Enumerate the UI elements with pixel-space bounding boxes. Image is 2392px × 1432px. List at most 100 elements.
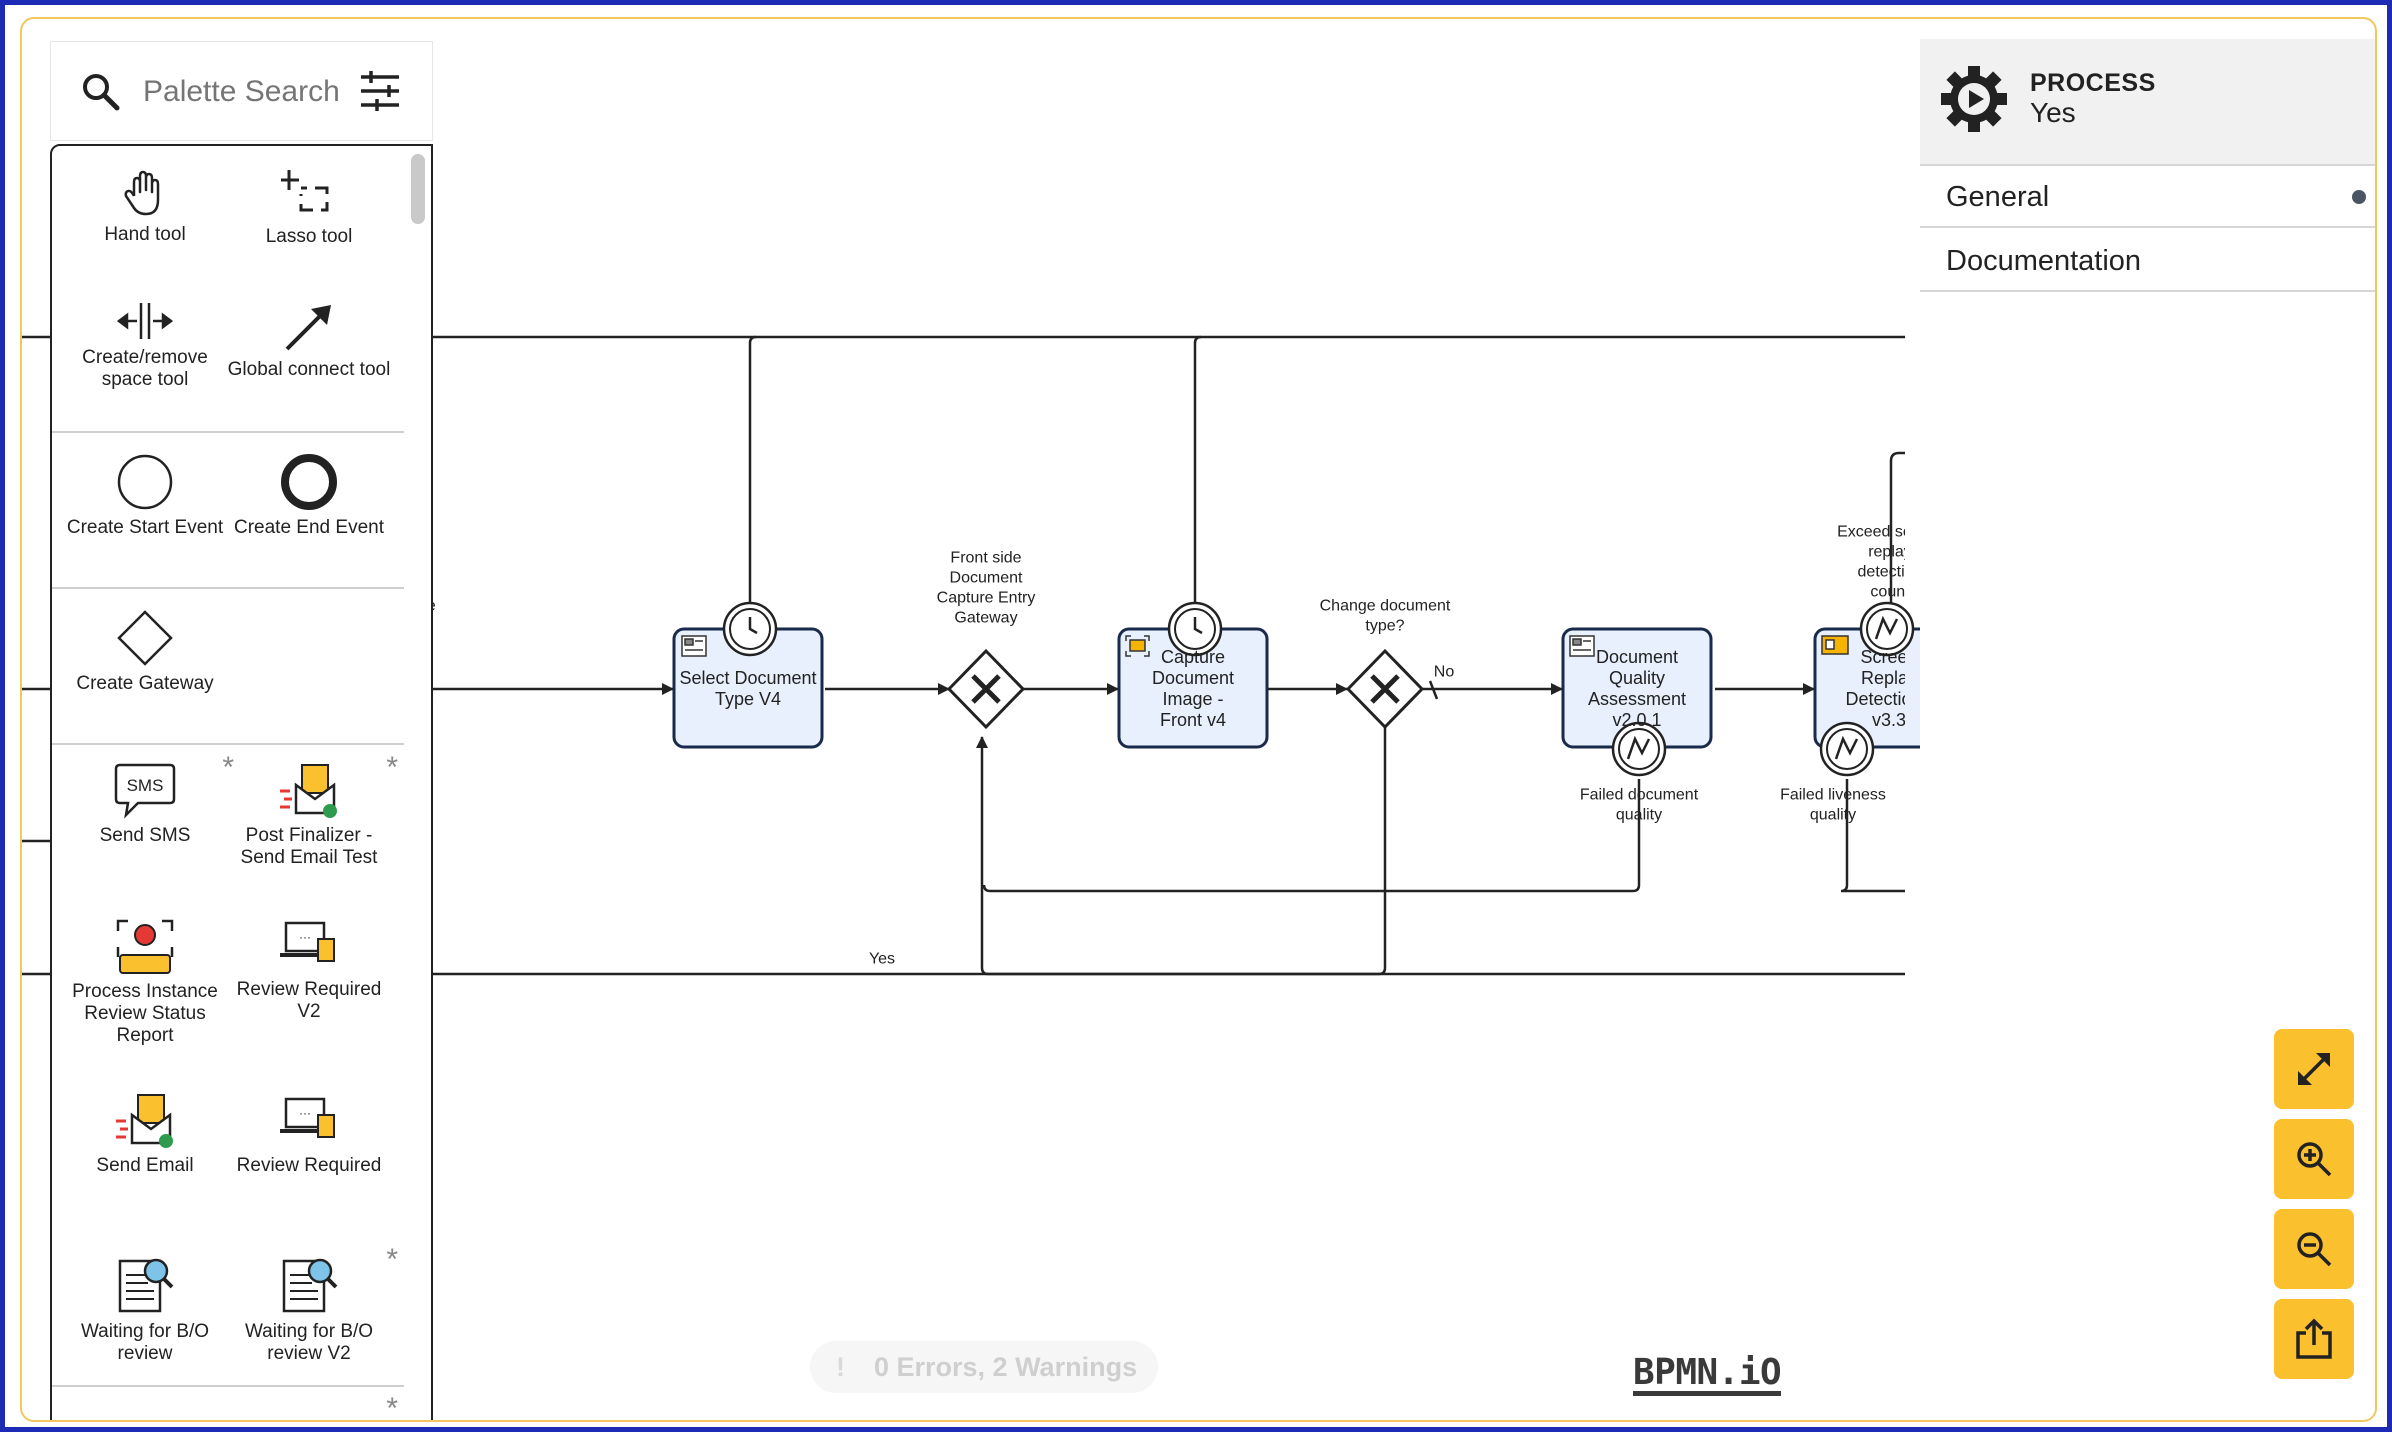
sequence-flow	[982, 779, 1641, 893]
palette-group-tools: Hand tool Lasso tool Create/remove	[52, 146, 404, 433]
palette-item-label: Review Required	[236, 1155, 382, 1176]
gateway-diamond-icon	[117, 610, 173, 666]
bpmn-io-logo[interactable]: BPMN.iO	[1633, 1355, 1782, 1396]
properties-element-type: PROCESS	[2030, 69, 2156, 97]
palette-group-custom: SMS Send SMS * Post Finalizer - Send Ema…	[52, 745, 404, 1387]
palette-item-label: Waiting for B/O review	[80, 1321, 210, 1364]
palette-search[interactable]	[50, 41, 433, 141]
palette-item-review-required[interactable]: ··· Review Required	[224, 1093, 394, 1177]
properties-group-documentation[interactable]: Documentation	[1920, 230, 2375, 292]
palette-item-process-review-report[interactable]: Process Instance Review Status Report	[60, 917, 230, 1047]
palette-item-review-required-v2[interactable]: ··· Review Required V2	[224, 917, 394, 1023]
palette-item-label: Create Start Event	[66, 517, 224, 538]
properties-group-label: General	[1946, 181, 2050, 213]
lint-status-text: 0 Errors, 2 Warnings	[874, 1352, 1138, 1382]
properties-element-name: Yes	[2030, 97, 2076, 128]
zoom-in-icon	[2297, 1142, 2332, 1177]
starred-icon: *	[386, 1392, 398, 1422]
zoom-out-icon	[2297, 1232, 2332, 1267]
starred-icon: *	[386, 1243, 398, 1276]
id-card-icon	[1821, 635, 1849, 655]
palette-item-hand-tool[interactable]: Hand tool	[60, 168, 230, 246]
palette-item-waiting-bo-review-v2[interactable]: Waiting for B/O review V2 *	[224, 1245, 398, 1365]
error-boundary-event	[1611, 721, 1667, 777]
data-indicator-icon	[2352, 190, 2366, 204]
fullscreen-button[interactable]	[2274, 1029, 2354, 1109]
palette-scrollbar[interactable]	[411, 154, 425, 224]
laptop-review-icon: ···	[280, 921, 335, 962]
palette-item-partial[interactable]: *	[224, 1394, 398, 1421]
error-boundary-event	[1859, 601, 1915, 657]
palette-item-send-sms[interactable]: SMS Send SMS *	[60, 753, 234, 847]
id-card-scan-icon	[1125, 635, 1150, 657]
svg-text:···: ···	[299, 930, 311, 944]
timer-boundary-event	[722, 601, 778, 657]
palette-item-start-event[interactable]: Create Start Event	[60, 453, 230, 539]
laptop-review-icon: ···	[280, 1097, 335, 1138]
palette-item-post-finalizer[interactable]: Post Finalizer - Send Email Test *	[224, 753, 398, 869]
starred-icon: *	[222, 751, 234, 784]
palette-item-waiting-bo-review[interactable]: Waiting for B/O review	[60, 1255, 230, 1365]
palette-item-label: Review Required V2	[236, 979, 382, 1022]
palette-item-label: Global connect tool	[227, 359, 391, 380]
palette-scroll-track[interactable]	[405, 146, 431, 1420]
palette-item-global-connect[interactable]: Global connect tool	[224, 301, 394, 381]
properties-group-label: Documentation	[1946, 245, 2142, 277]
document-list-icon	[1569, 635, 1595, 657]
lint-status[interactable]: ! 0 Errors, 2 Warnings	[810, 1341, 1158, 1393]
edge-label: No	[1434, 664, 1455, 681]
filter-sliders-icon[interactable]	[359, 70, 401, 112]
connect-arrow-icon	[285, 305, 331, 351]
palette-item-label: Create Gateway	[76, 673, 214, 694]
export-icon	[2296, 1318, 2332, 1359]
document-search-icon	[282, 1258, 338, 1313]
palette-item-label: Waiting for B/O review V2	[244, 1321, 374, 1364]
palette-item-lasso-tool[interactable]: Lasso tool	[224, 168, 394, 248]
camera-scan-icon	[116, 919, 174, 974]
palette-item-send-email[interactable]: Send Email	[60, 1093, 230, 1177]
lasso-icon	[281, 170, 329, 212]
document-list-icon	[681, 635, 707, 657]
sequence-flow	[1193, 335, 1202, 611]
gateway-change-document-type	[1345, 648, 1425, 730]
palette-item-label: Create End Event	[234, 517, 384, 538]
starred-icon: *	[386, 751, 398, 784]
palette-item-gateway[interactable]: Create Gateway	[60, 609, 230, 695]
hand-icon	[124, 170, 160, 216]
palette: Hand tool Lasso tool Create/remove	[50, 144, 433, 1421]
expand-icon	[2298, 1053, 2330, 1085]
svg-text:SMS: SMS	[127, 776, 164, 795]
zoom-in-button[interactable]	[2274, 1119, 2354, 1199]
export-button[interactable]	[2274, 1299, 2354, 1379]
zoom-out-button[interactable]	[2274, 1209, 2354, 1289]
sequence-flow	[1840, 779, 1905, 893]
palette-item-label: Send Email	[96, 1155, 194, 1176]
properties-panel: PROCESS Yes General Documentation	[1920, 39, 2375, 1419]
properties-header: PROCESS Yes	[1920, 39, 2375, 166]
palette-group-gateway: Create Gateway	[52, 589, 404, 745]
process-gear-icon	[1941, 66, 2007, 132]
email-send-icon	[280, 764, 337, 818]
palette-group-events: Create Start Event Create End Event	[52, 433, 404, 589]
sequence-flow	[1889, 451, 1905, 462]
palette-item-label: Process Instance Review Status Report	[72, 981, 218, 1046]
sms-bubble-icon: SMS	[114, 763, 176, 819]
gateway-front-side-entry	[946, 648, 1026, 730]
palette-search-input[interactable]	[141, 68, 345, 116]
palette-item-space-tool[interactable]: Create/remove space tool	[60, 301, 230, 391]
palette-item-label: Lasso tool	[265, 226, 353, 247]
end-event-icon	[281, 454, 337, 510]
palette-item-end-event[interactable]: Create End Event	[224, 453, 394, 539]
document-search-icon	[118, 1258, 174, 1313]
space-tool-icon	[117, 303, 173, 339]
properties-group-general[interactable]: General	[1920, 166, 2375, 228]
search-icon	[83, 74, 120, 111]
